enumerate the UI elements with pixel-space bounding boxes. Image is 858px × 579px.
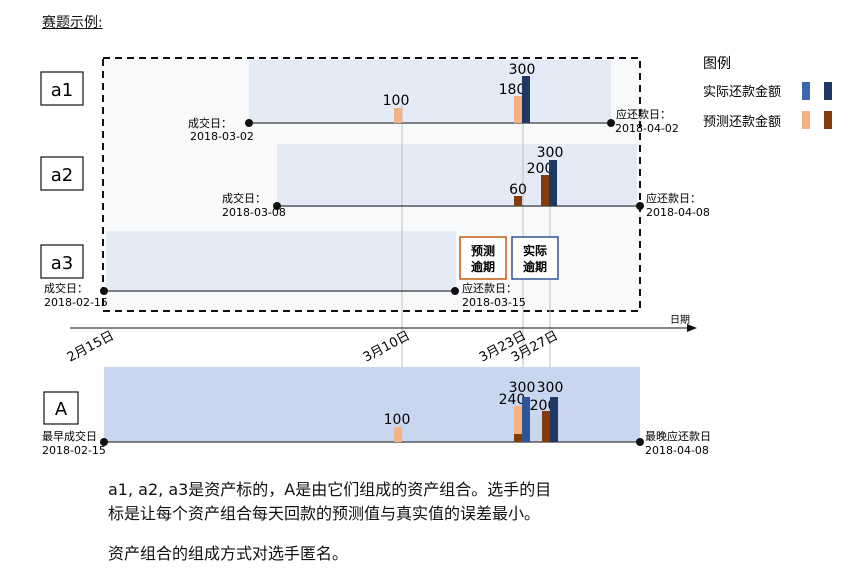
a1-end-dot bbox=[607, 119, 615, 127]
legend-actual-swatch-light bbox=[802, 82, 810, 100]
a2-end-label: 应还款日： bbox=[646, 191, 701, 205]
repayment-diagram: a1 a2 a3 成交日： 2018-03-02 应还款日： 2018-04-0… bbox=[40, 56, 832, 457]
portfolio-bar-actual-2 bbox=[550, 397, 558, 442]
a3-id: a3 bbox=[51, 253, 73, 274]
caption-line-1: a1, a2, a3是资产标的，A是由它们组成的资产组合。选手的目 bbox=[108, 480, 552, 499]
a2-bar-actual-label: 300 bbox=[537, 145, 564, 161]
a1-bar-pred-2-label: 180 bbox=[499, 82, 526, 98]
actual-overdue-line2: 逾期 bbox=[523, 259, 547, 274]
portfolio-bar-pred-light bbox=[514, 406, 522, 434]
a2-start-dot bbox=[273, 202, 281, 210]
a1-bar-pred-1 bbox=[394, 108, 402, 123]
page-title: 赛题示例: bbox=[42, 15, 103, 31]
portfolio-start-date: 2018-02-15 bbox=[42, 444, 106, 457]
a2-bar-actual bbox=[549, 160, 557, 206]
a1-end-date: 2018-04-02 bbox=[615, 122, 679, 135]
portfolio-end-label: 最晚应还款日 bbox=[645, 429, 711, 443]
legend-pred-swatch-dark bbox=[824, 111, 832, 129]
portfolio-bar-pred-2-label: 200 bbox=[530, 398, 557, 414]
portfolio-bar-pred-dark bbox=[514, 434, 522, 442]
tick-feb15: 2月15日 bbox=[65, 328, 117, 365]
caption-line-2: 标是让每个资产组合每天回款的预测值与真实值的误差最小。 bbox=[108, 504, 541, 523]
caption-line-3: 资产组合的组成方式对选手匿名。 bbox=[108, 544, 349, 563]
predicted-overdue-box bbox=[459, 236, 507, 280]
portfolio-bar-actual-1 bbox=[522, 397, 530, 442]
a1-start-dot bbox=[245, 119, 253, 127]
portfolio-bar-mar10 bbox=[394, 427, 402, 442]
a2-end-dot bbox=[636, 202, 644, 210]
portfolio-start-label: 最早成交日 bbox=[42, 429, 97, 443]
date-axis-arrow bbox=[687, 324, 697, 332]
a2-bar-pred-2 bbox=[541, 175, 549, 206]
a1-bar-actual bbox=[522, 76, 530, 123]
a1-period-band bbox=[249, 60, 611, 123]
a2-bar-pred-1 bbox=[514, 196, 522, 206]
a3-end-dot bbox=[451, 287, 459, 295]
a3-end-date: 2018-03-15 bbox=[462, 296, 526, 309]
a2-start-label: 成交日： bbox=[222, 191, 266, 205]
a1-id: a1 bbox=[51, 80, 73, 101]
a3-start-dot bbox=[100, 287, 108, 295]
legend-title: 图例 bbox=[703, 56, 731, 72]
date-axis-label: 日期 bbox=[670, 314, 690, 326]
a2-id: a2 bbox=[51, 165, 73, 186]
legend-actual-label: 实际还款金额 bbox=[703, 84, 781, 100]
portfolio-bar-actual-1-label: 300 bbox=[509, 380, 536, 396]
portfolio-end-date: 2018-04-08 bbox=[645, 444, 709, 457]
legend-pred-label: 预测还款金额 bbox=[703, 114, 781, 130]
a1-bar-pred-2 bbox=[514, 96, 522, 123]
portfolio-start-dot bbox=[100, 438, 108, 446]
actual-overdue-box bbox=[511, 236, 559, 280]
portfolio-bar-actual-2-label: 300 bbox=[537, 380, 564, 396]
portfolio-bar-pred-label: 240 bbox=[499, 392, 526, 408]
a1-start-label: 成交日： bbox=[188, 116, 232, 130]
portfolio-bar-mar10-label: 100 bbox=[384, 412, 411, 428]
portfolio-period-band bbox=[104, 367, 640, 442]
portfolio-id: A bbox=[55, 399, 68, 420]
a2-bar-pred-2-label: 200 bbox=[527, 161, 554, 177]
a2-bar-pred-1-label: 60 bbox=[509, 182, 527, 198]
a3-end-label: 应还款日： bbox=[462, 281, 517, 295]
a2-end-date: 2018-04-08 bbox=[646, 206, 710, 219]
portfolio-end-dot bbox=[636, 438, 644, 446]
a3-period-band bbox=[106, 231, 456, 292]
a1-bar-pred-1-label: 100 bbox=[383, 93, 410, 109]
a3-id-box bbox=[40, 244, 84, 279]
a3-start-date: 2018-02-15 bbox=[44, 296, 108, 309]
predicted-overdue-line1: 预测 bbox=[471, 243, 495, 258]
a2-period-band bbox=[277, 144, 637, 207]
a2-id-box bbox=[40, 156, 84, 191]
a1-id-box bbox=[40, 71, 84, 106]
predicted-overdue-line2: 逾期 bbox=[471, 259, 495, 274]
legend-pred-swatch-light bbox=[802, 111, 810, 129]
legend-actual-swatch-dark bbox=[824, 82, 832, 100]
portfolio-id-box bbox=[43, 391, 79, 425]
a1-bar-actual-label: 300 bbox=[509, 62, 536, 78]
a1-end-label: 应还款日： bbox=[616, 107, 671, 121]
portfolio-bar-pred-2 bbox=[542, 411, 550, 442]
tick-mar10: 3月10日 bbox=[361, 328, 413, 365]
actual-overdue-line1: 实际 bbox=[523, 243, 547, 258]
a2-start-date: 2018-03-08 bbox=[222, 206, 286, 219]
a3-start-label: 成交日： bbox=[44, 281, 88, 295]
a1-start-date: 2018-03-02 bbox=[190, 130, 254, 143]
